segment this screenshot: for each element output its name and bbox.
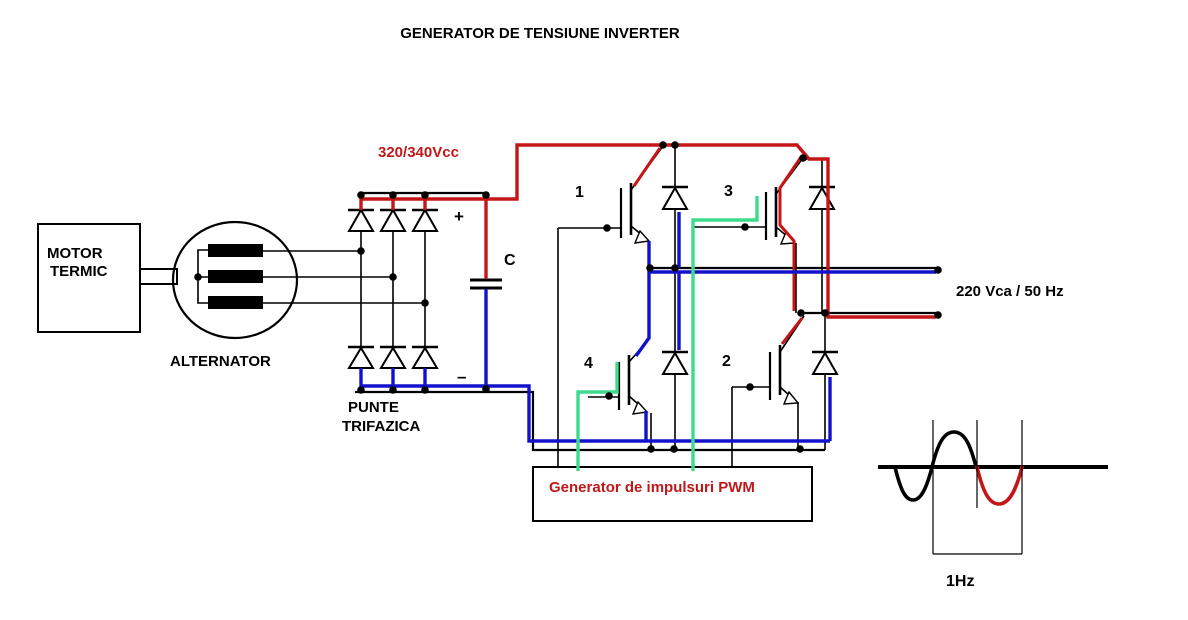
shaft [139, 268, 178, 285]
capacitor [470, 278, 502, 290]
igbt-4 [588, 337, 652, 450]
pwm-generator-box [532, 466, 813, 522]
alternator-body [171, 220, 299, 340]
winding-2 [208, 270, 263, 283]
plus-label: + [454, 207, 464, 226]
dc-minus-bus [355, 390, 825, 452]
output-waveform [878, 420, 1108, 555]
motor-label-line1: MOTOR [47, 245, 103, 262]
output-label: 220 Vca / 50 Hz [956, 283, 1064, 300]
bridge-diodes [347, 207, 439, 369]
igbt-2 [731, 315, 805, 471]
igbt2-label: 2 [722, 353, 731, 370]
bridge-label-line2: TRIFAZICA [342, 418, 420, 435]
shaft-coupling [139, 268, 178, 285]
dc-voltage-label: 320/340Vcc [378, 144, 459, 161]
diagram-title: GENERATOR DE TENSIUNE INVERTER [400, 25, 680, 42]
alternator-label: ALTERNATOR [170, 353, 271, 370]
igbt3-label: 3 [724, 183, 733, 200]
pwm-gate-wires [576, 196, 759, 471]
motor-block [37, 223, 141, 333]
winding-1 [208, 244, 263, 257]
igbt-3 [693, 157, 822, 313]
igbt4-label: 4 [584, 355, 593, 372]
motor-box [37, 223, 141, 333]
emitter-arrows [631, 229, 800, 415]
freewheel-diode-columns-right [821, 160, 826, 450]
winding-3 [208, 296, 263, 309]
motor-label-line2: TERMIC [50, 263, 108, 280]
junction-dots [194, 141, 942, 453]
freewheel-diodes [661, 185, 839, 375]
frequency-label: 1Hz [946, 573, 974, 590]
dc-minus-blue-wires [359, 212, 936, 443]
minus-label: – [457, 367, 466, 386]
waveform-red-halfcycle [975, 465, 1024, 506]
capacitor-label: C [504, 252, 516, 269]
igbt1-label: 1 [575, 184, 584, 201]
bridge-label-line1: PUNTE [348, 399, 399, 416]
alternator-block [171, 220, 299, 340]
phase-wires [263, 250, 425, 304]
dc-plus-red-wires [359, 143, 936, 345]
pwm-generator-label: Generator de impulsuri PWM [549, 479, 755, 496]
